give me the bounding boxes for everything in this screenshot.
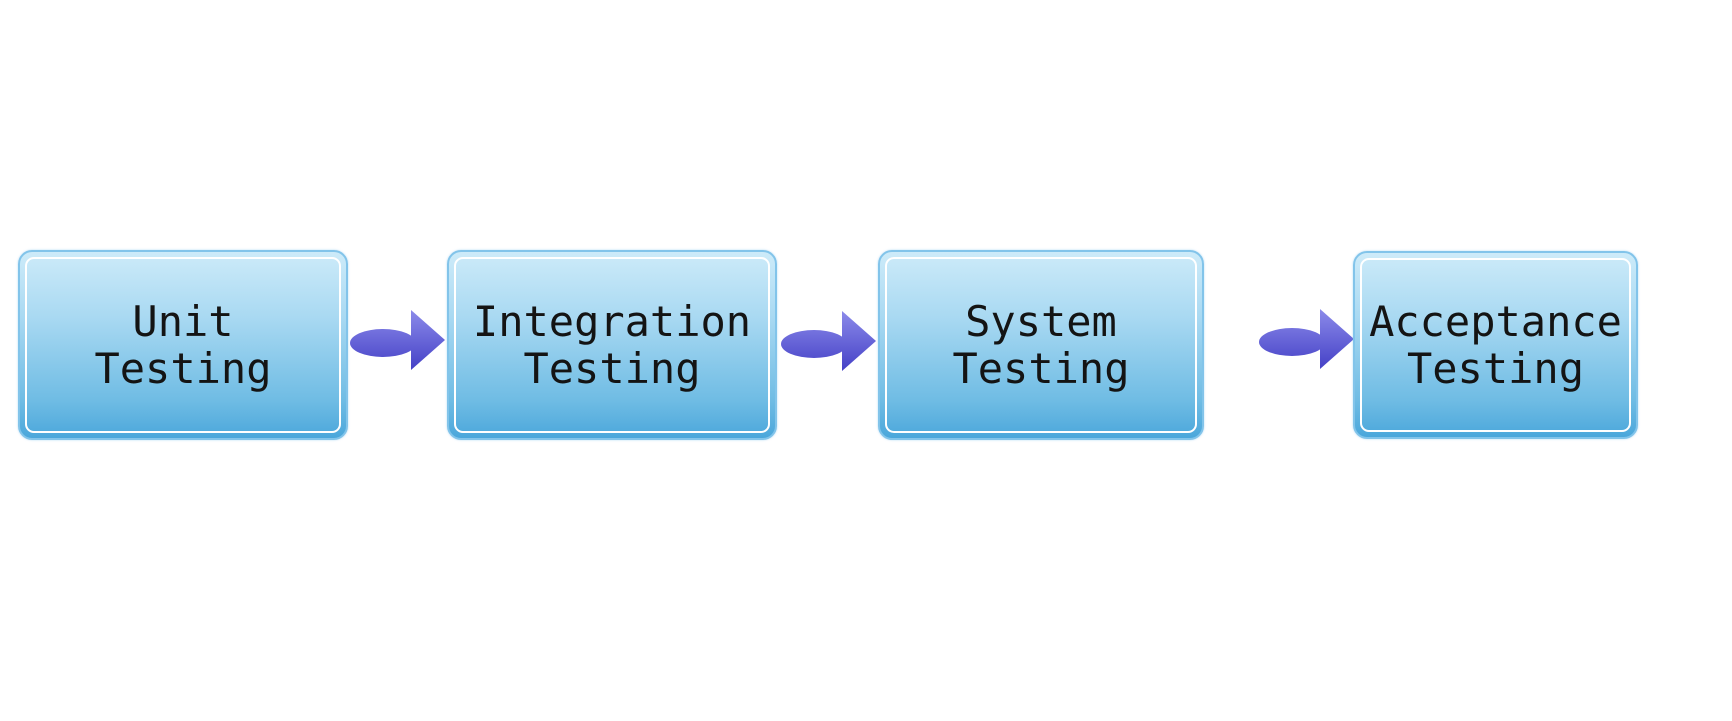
flow-arrow-3 [1259, 309, 1354, 369]
stage-box-integration-testing: Integration Testing [447, 250, 777, 440]
stage-box-unit-testing: Unit Testing [18, 250, 348, 440]
stage-label-line1: Unit [132, 297, 234, 346]
stage-label-line2: Testing [523, 344, 701, 393]
stage-box-acceptance-testing: Acceptance Testing [1353, 251, 1638, 439]
stage-label-line1: System [965, 297, 1117, 346]
stage-box-system-testing: System Testing [878, 250, 1204, 440]
stage-label: Unit Testing [94, 298, 271, 392]
stage-label-line2: Testing [94, 344, 272, 393]
stage-label-line2: Testing [1406, 344, 1584, 393]
stage-label: System Testing [952, 298, 1129, 392]
flow-arrow-2 [781, 311, 876, 371]
stage-label: Acceptance Testing [1369, 298, 1622, 392]
stage-label: Integration Testing [473, 298, 751, 392]
stage-label-line1: Acceptance [1369, 297, 1622, 346]
stage-label-line2: Testing [952, 344, 1130, 393]
stage-label-line1: Integration [472, 297, 752, 346]
flow-arrow-1 [350, 310, 445, 370]
